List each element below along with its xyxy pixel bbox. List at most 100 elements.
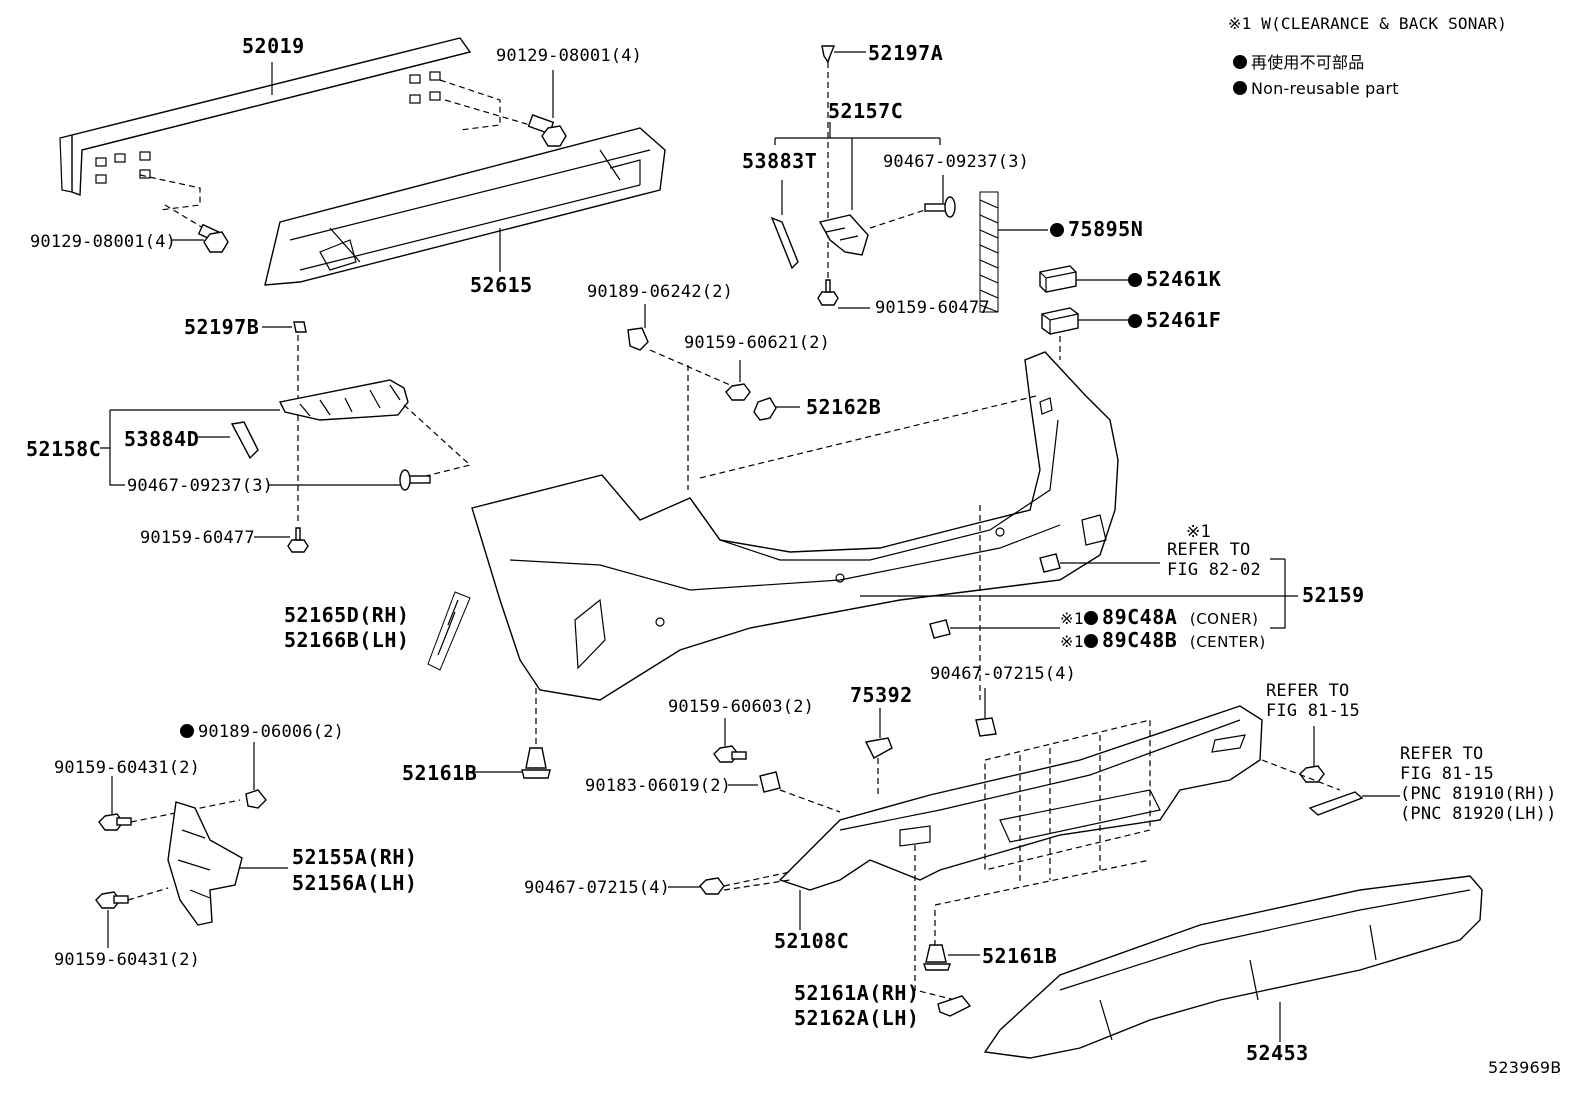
label-90183-06019[interactable]: 90183-06019(2) <box>585 776 732 796</box>
label-52162A[interactable]: 52162A(LH) <box>794 1006 920 1030</box>
screw-90467-07215-top[interactable] <box>975 688 997 737</box>
screw-90467-top[interactable] <box>869 175 956 229</box>
bumper-cover-52159[interactable] <box>471 351 1119 701</box>
bracket-52157C[interactable] <box>818 214 869 256</box>
ref3-line3: (PNC 81910(RH)) <box>1400 784 1557 804</box>
label-52155A[interactable]: 52155A(RH) <box>292 845 418 869</box>
label-52019[interactable]: 52019 <box>242 34 305 58</box>
label-52197A[interactable]: 52197A <box>868 41 944 65</box>
label-52461F[interactable]: 52461F <box>1128 309 1221 331</box>
label-89C48A-text: 89C48A <box>1102 605 1178 629</box>
label-53884D[interactable]: 53884D <box>124 427 200 451</box>
label-90467-07215-top[interactable]: 90467-07215(4) <box>930 664 1077 684</box>
sensor-connector[interactable] <box>1039 553 1160 573</box>
clip-90189-06242[interactable] <box>627 304 689 490</box>
label-90129-top[interactable]: 90129-08001(4) <box>496 46 643 66</box>
label-90159-60477-left[interactable]: 90159-60477 <box>140 528 255 548</box>
label-90159-60603[interactable]: 90159-60603(2) <box>668 697 815 717</box>
pad-52461F[interactable] <box>1041 307 1128 360</box>
label-52166B[interactable]: 52166B(LH) <box>284 628 410 652</box>
nonreusable-dot-icon <box>1084 611 1099 625</box>
nut-90183-06019[interactable] <box>728 771 841 813</box>
reflector-75895N[interactable] <box>979 191 1048 313</box>
label-90467-09237-top[interactable]: 90467-09237(3) <box>883 152 1030 172</box>
bracket-52158C[interactable] <box>278 379 409 421</box>
label-52197B[interactable]: 52197B <box>184 315 260 339</box>
label-75392[interactable]: 75392 <box>850 683 913 707</box>
bolt-90159-60621[interactable] <box>649 349 751 401</box>
label-53883T[interactable]: 53883T <box>742 149 818 173</box>
bolt-90159-60603[interactable] <box>713 718 747 763</box>
ref3-line2[interactable]: FIG 81-15 <box>1400 764 1494 784</box>
nonreusable-dot-icon <box>1233 55 1247 69</box>
label-75895N[interactable]: 75895N <box>1050 218 1143 240</box>
bolt-90129-top[interactable] <box>444 70 567 147</box>
diffuser-52453[interactable] <box>983 875 1483 1059</box>
screw-90467-07215-left[interactable] <box>668 871 791 895</box>
clip-52197A[interactable] <box>821 45 866 290</box>
label-75895N-text: 75895N <box>1068 217 1144 241</box>
absorber-52615[interactable] <box>264 127 666 286</box>
legend-en-text: Non-reusable part <box>1251 79 1399 98</box>
nonreusable-dot-icon <box>1050 223 1064 237</box>
ref2-line2[interactable]: FIG 81-15 <box>1266 701 1360 721</box>
bracket-52155A[interactable] <box>167 801 288 926</box>
clip-52161B-right[interactable] <box>923 910 980 971</box>
label-90159-60431-top[interactable]: 90159-60431(2) <box>54 758 201 778</box>
label-52461K[interactable]: 52461K <box>1128 268 1221 290</box>
label-52615[interactable]: 52615 <box>470 273 533 297</box>
label-52108C[interactable]: 52108C <box>774 929 850 953</box>
nonreusable-dot-icon <box>1128 314 1142 328</box>
bracket-53884D[interactable] <box>196 421 259 460</box>
pad-52461K[interactable] <box>1039 265 1128 293</box>
label-52156A[interactable]: 52156A(LH) <box>292 871 418 895</box>
cap-52162B[interactable] <box>753 397 800 421</box>
label-52161B-left[interactable]: 52161B <box>402 761 478 785</box>
bolt-90159-60477-left[interactable] <box>254 527 309 553</box>
label-90159-60621[interactable]: 90159-60621(2) <box>684 333 831 353</box>
clip-52197B[interactable] <box>262 321 307 525</box>
label-90189-06006-text: 90189-06006(2) <box>198 722 345 742</box>
label-90189-06242[interactable]: 90189-06242(2) <box>587 282 734 302</box>
label-52453[interactable]: 52453 <box>1246 1041 1309 1065</box>
clip-52161B-left[interactable] <box>472 688 551 779</box>
label-52158C[interactable]: 52158C <box>26 437 102 461</box>
label-52161A[interactable]: 52161A(RH) <box>794 981 920 1005</box>
cap-52161A[interactable] <box>914 845 972 1017</box>
label-90129-left[interactable]: 90129-08001(4) <box>30 232 177 252</box>
label-52157C[interactable]: 52157C <box>828 99 904 123</box>
label-52461F-text: 52461F <box>1146 308 1222 332</box>
clip-90189-06006[interactable] <box>245 742 267 809</box>
reflector-52165D[interactable] <box>427 591 471 671</box>
label-52165D[interactable]: 52165D(RH) <box>284 603 410 627</box>
label-52162B[interactable]: 52162B <box>806 395 882 419</box>
label-90159-60431-bottom[interactable]: 90159-60431(2) <box>54 950 201 970</box>
reinforcement-beam-52019[interactable] <box>59 37 472 196</box>
ref3-line4: (PNC 81920(LH)) <box>1400 804 1557 824</box>
bracket-52108C[interactable] <box>778 705 1263 906</box>
label-90467-09237-left[interactable]: 90467-09237(3) <box>127 476 274 496</box>
label-90467-07215-left[interactable]: 90467-07215(4) <box>524 878 671 898</box>
ref1-line2[interactable]: FIG 82-02 <box>1167 560 1261 580</box>
ref1-line1: REFER TO <box>1167 540 1251 560</box>
label-52159[interactable]: 52159 <box>1302 583 1365 607</box>
bolt-90159-60431-top[interactable] <box>98 776 241 831</box>
bolt-fig81-15[interactable] <box>1299 726 1325 783</box>
bolt-90129-left[interactable] <box>164 204 229 253</box>
label-90159-60477-top[interactable]: 90159-60477 <box>875 298 990 318</box>
label-89C48B-note: (CENTER) <box>1189 633 1266 651</box>
sensor-89C48A[interactable] <box>929 619 1060 639</box>
label-52161B-right[interactable]: 52161B <box>982 944 1058 968</box>
screw-90467-left[interactable] <box>268 469 431 491</box>
bracket-53883T[interactable] <box>770 180 799 270</box>
trim-strip-81910[interactable] <box>1261 759 1400 816</box>
bolt-90159-60477-top[interactable] <box>817 279 870 309</box>
bracket-75392[interactable] <box>864 708 893 798</box>
bolt-90159-60431-bottom[interactable] <box>95 887 169 948</box>
legend-jp-text: 再使用不可部品 <box>1251 53 1365 72</box>
label-90189-06006[interactable]: 90189-06006(2) <box>180 722 344 742</box>
sonar-note: ※1 W(CLEARANCE & BACK SONAR) <box>1228 14 1508 33</box>
